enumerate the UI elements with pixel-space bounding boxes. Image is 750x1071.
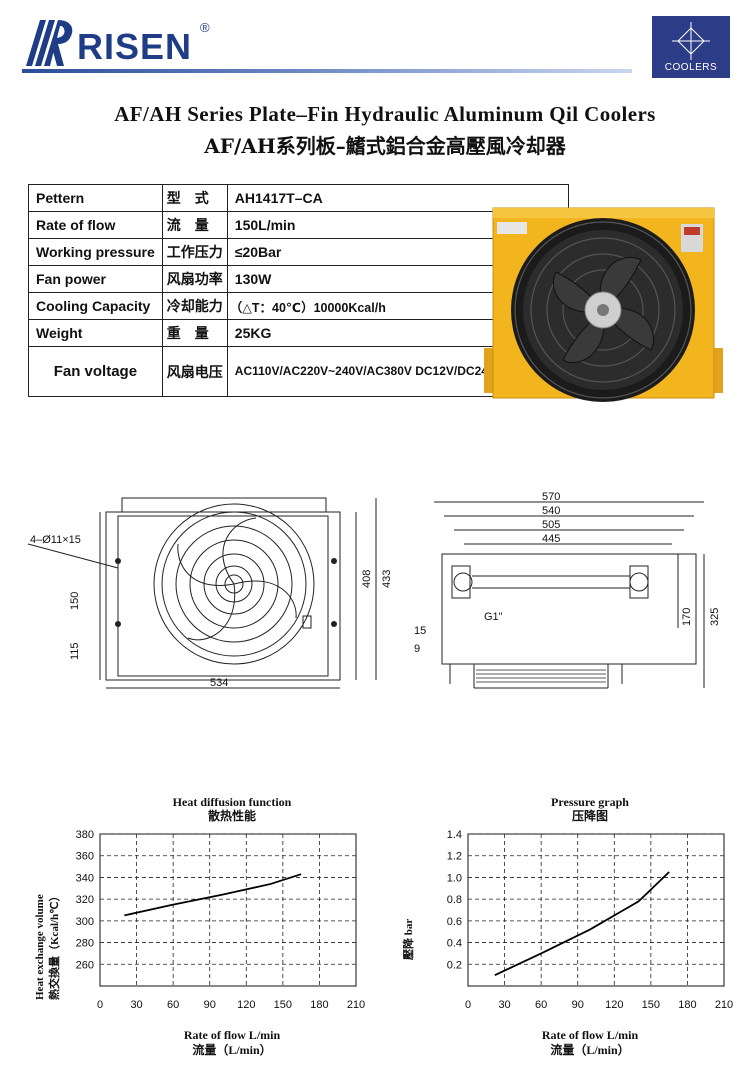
diamond-emblem-icon (672, 22, 710, 60)
spec-label-cn: 重 量 (161, 319, 228, 347)
spec-label-cn: 风扇电压 (161, 346, 228, 397)
chart-ylabel: 壓降 bar (400, 919, 416, 960)
holes-label: 4–Ø11×15 (30, 534, 81, 546)
spec-label: Fan power (28, 265, 163, 293)
registered-mark: ® (200, 20, 210, 35)
badge-label: COOLERS (664, 62, 718, 73)
dim-445: 445 (542, 533, 560, 545)
dim-15: 15 (414, 625, 426, 637)
coolers-badge: COOLERS (652, 16, 730, 78)
series-line (124, 873, 302, 917)
y-tick-label: 0.2 (447, 959, 462, 971)
pressure-chart: 0.2 0.4 0.6 0.8 1.0 1.2 1.4 0 30 60 90 120 150 180 210 (447, 829, 733, 1011)
dim-534: 534 (210, 677, 228, 689)
chart-title-cn: 散热性能 (207, 809, 256, 823)
chart-title-cn: 压降图 (571, 809, 608, 823)
brand-name: RISEN (77, 26, 193, 67)
chart-ylabel-cn: 壓降 (403, 938, 415, 960)
y-tick-label: 320 (76, 894, 94, 906)
y-tick-label: 340 (76, 872, 94, 884)
x-tick-label: 180 (678, 999, 696, 1011)
x-tick-label: 90 (572, 999, 584, 1011)
plot-frame (99, 833, 357, 987)
chart-title: Heat diffusion function 散热性能 (112, 795, 352, 823)
spec-label-cn: 流 量 (161, 211, 228, 239)
x-tick-label: 0 (97, 999, 103, 1011)
x-tick-label: 30 (498, 999, 510, 1011)
spec-label: Fan voltage (28, 346, 163, 397)
side-view-drawing: 570 540 505 445 G1" 15 9 170 325 (414, 491, 721, 689)
x-tick-label: 150 (274, 999, 292, 1011)
chart-title-en: Pressure graph (551, 795, 629, 809)
x-tick-label: 210 (715, 999, 733, 1011)
dim-505: 505 (542, 519, 560, 531)
brand-logo: RISEN ® (22, 12, 212, 72)
chart-xlabel-cn: 流量（L/min） (550, 1043, 630, 1057)
y-tick-label: 1.4 (447, 829, 462, 841)
x-tick-label: 90 (204, 999, 216, 1011)
title-english: AF/AH Series Plate–Fin Hydraulic Aluminu… (114, 102, 656, 126)
spec-label: Rate of flow (28, 211, 163, 239)
heat-diffusion-chart: 260 280 300 320 340 360 380 0 30 60 90 120 150 180 210 (76, 829, 366, 1011)
spec-label-cn: 型 式 (161, 184, 228, 212)
front-view-drawing: 4–Ø11×15 150 115 534 408 433 (27, 497, 393, 689)
x-tick-label: 30 (130, 999, 142, 1011)
port-label: G1" (484, 611, 503, 623)
x-tick-label: 180 (310, 999, 328, 1011)
x-tick-label: 60 (167, 999, 179, 1011)
x-tick-label: 150 (642, 999, 660, 1011)
x-tick-label: 120 (237, 999, 255, 1011)
chart-ylabel-en: bar (403, 918, 415, 936)
spec-label-cn: 风扇功率 (161, 265, 228, 293)
chart-title: Pressure graph 压降图 (470, 795, 710, 823)
dim-408: 408 (361, 570, 373, 588)
chart-xlabel: Rate of flow L/min 流量（L/min） (470, 1028, 710, 1058)
chart-xlabel-en: Rate of flow L/min (183, 1028, 281, 1042)
x-tick-label: 120 (605, 999, 623, 1011)
dim-9: 9 (414, 643, 420, 655)
dim-115: 115 (69, 642, 81, 660)
chart-xlabel-en: Rate of flow L/min (541, 1028, 639, 1042)
spec-label: Weight (28, 319, 163, 347)
x-tick-label: 0 (465, 999, 471, 1011)
spec-label-cn: 工作压力 (161, 238, 228, 266)
product-photo (484, 207, 723, 402)
risen-logo-icon (26, 20, 73, 66)
dim-325: 325 (709, 608, 721, 626)
chart-xlabel-cn: 流量（L/min） (192, 1043, 272, 1057)
y-tick-label: 300 (76, 916, 94, 928)
spec-label-cn: 冷却能力 (161, 292, 228, 320)
header-rule (22, 69, 632, 73)
dim-150: 150 (69, 592, 81, 610)
title-chinese: AF/AH系列板–鰭式鋁合金高壓風冷却器 (204, 134, 566, 158)
plot-frame (467, 833, 725, 987)
spec-value: AH1417T–CA (226, 184, 570, 212)
spec-label: Pettern (28, 184, 163, 212)
y-tick-label: 260 (76, 959, 94, 971)
y-tick-label: 280 (76, 938, 94, 950)
x-tick-label: 210 (347, 999, 365, 1011)
spec-label: Working pressure (28, 238, 163, 266)
x-tick-label: 60 (535, 999, 547, 1011)
y-tick-label: 380 (76, 829, 94, 841)
chart-title-en: Heat diffusion function (172, 795, 292, 809)
series-line (494, 871, 670, 976)
y-tick-label: 1.0 (447, 872, 462, 884)
y-tick-label: 0.6 (447, 916, 462, 928)
chart-xlabel: Rate of flow L/min 流量（L/min） (112, 1028, 352, 1058)
table-row: Pettern 型 式 AH1417T–CA (28, 184, 570, 212)
dim-540: 540 (542, 505, 560, 517)
y-tick-label: 1.2 (447, 851, 462, 863)
dim-170: 170 (681, 608, 693, 626)
y-tick-label: 0.8 (447, 894, 462, 906)
dim-433: 433 (381, 570, 393, 588)
y-tick-label: 360 (76, 851, 94, 863)
dim-570: 570 (542, 491, 560, 503)
spec-label: Cooling Capacity (28, 292, 163, 320)
y-tick-label: 0.4 (447, 938, 462, 950)
chart-ylabel-en: Heat exchange volume (34, 894, 46, 1000)
spec-table: Pettern 型 式 AH1417T–CA Rate of flow 流 量 … (28, 184, 570, 397)
